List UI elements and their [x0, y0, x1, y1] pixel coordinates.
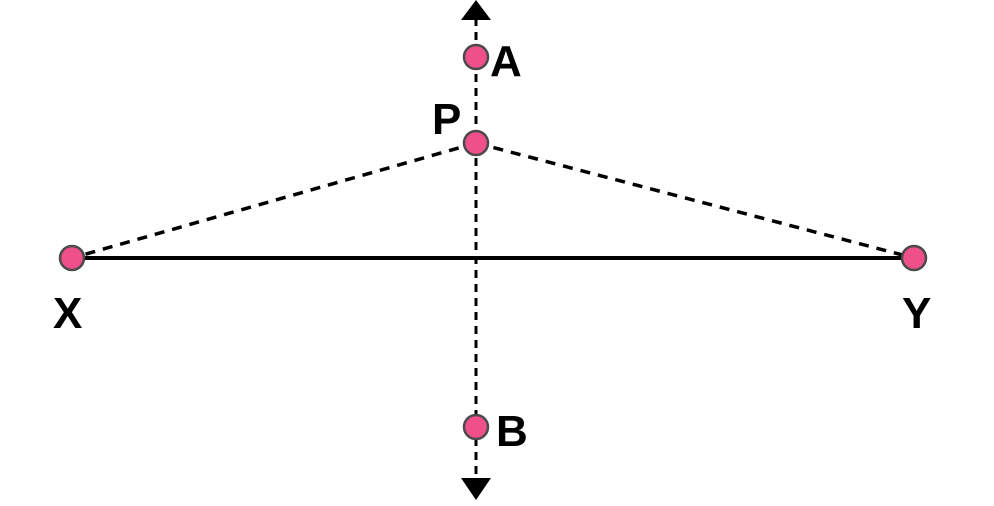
- label-a: A: [490, 37, 522, 86]
- label-y: Y: [902, 289, 931, 338]
- point-p: [462, 129, 490, 157]
- segment-py: [475, 141, 915, 260]
- label-b: B: [496, 407, 528, 456]
- label-x: X: [53, 289, 82, 338]
- segment-px: [71, 141, 477, 260]
- point-b: [462, 413, 490, 441]
- label-p: P: [432, 95, 461, 144]
- point-x: [58, 244, 86, 272]
- arrow-down-icon: [461, 478, 491, 500]
- point-a: [462, 43, 490, 71]
- arrow-up-icon: [461, 0, 491, 20]
- point-y: [900, 244, 928, 272]
